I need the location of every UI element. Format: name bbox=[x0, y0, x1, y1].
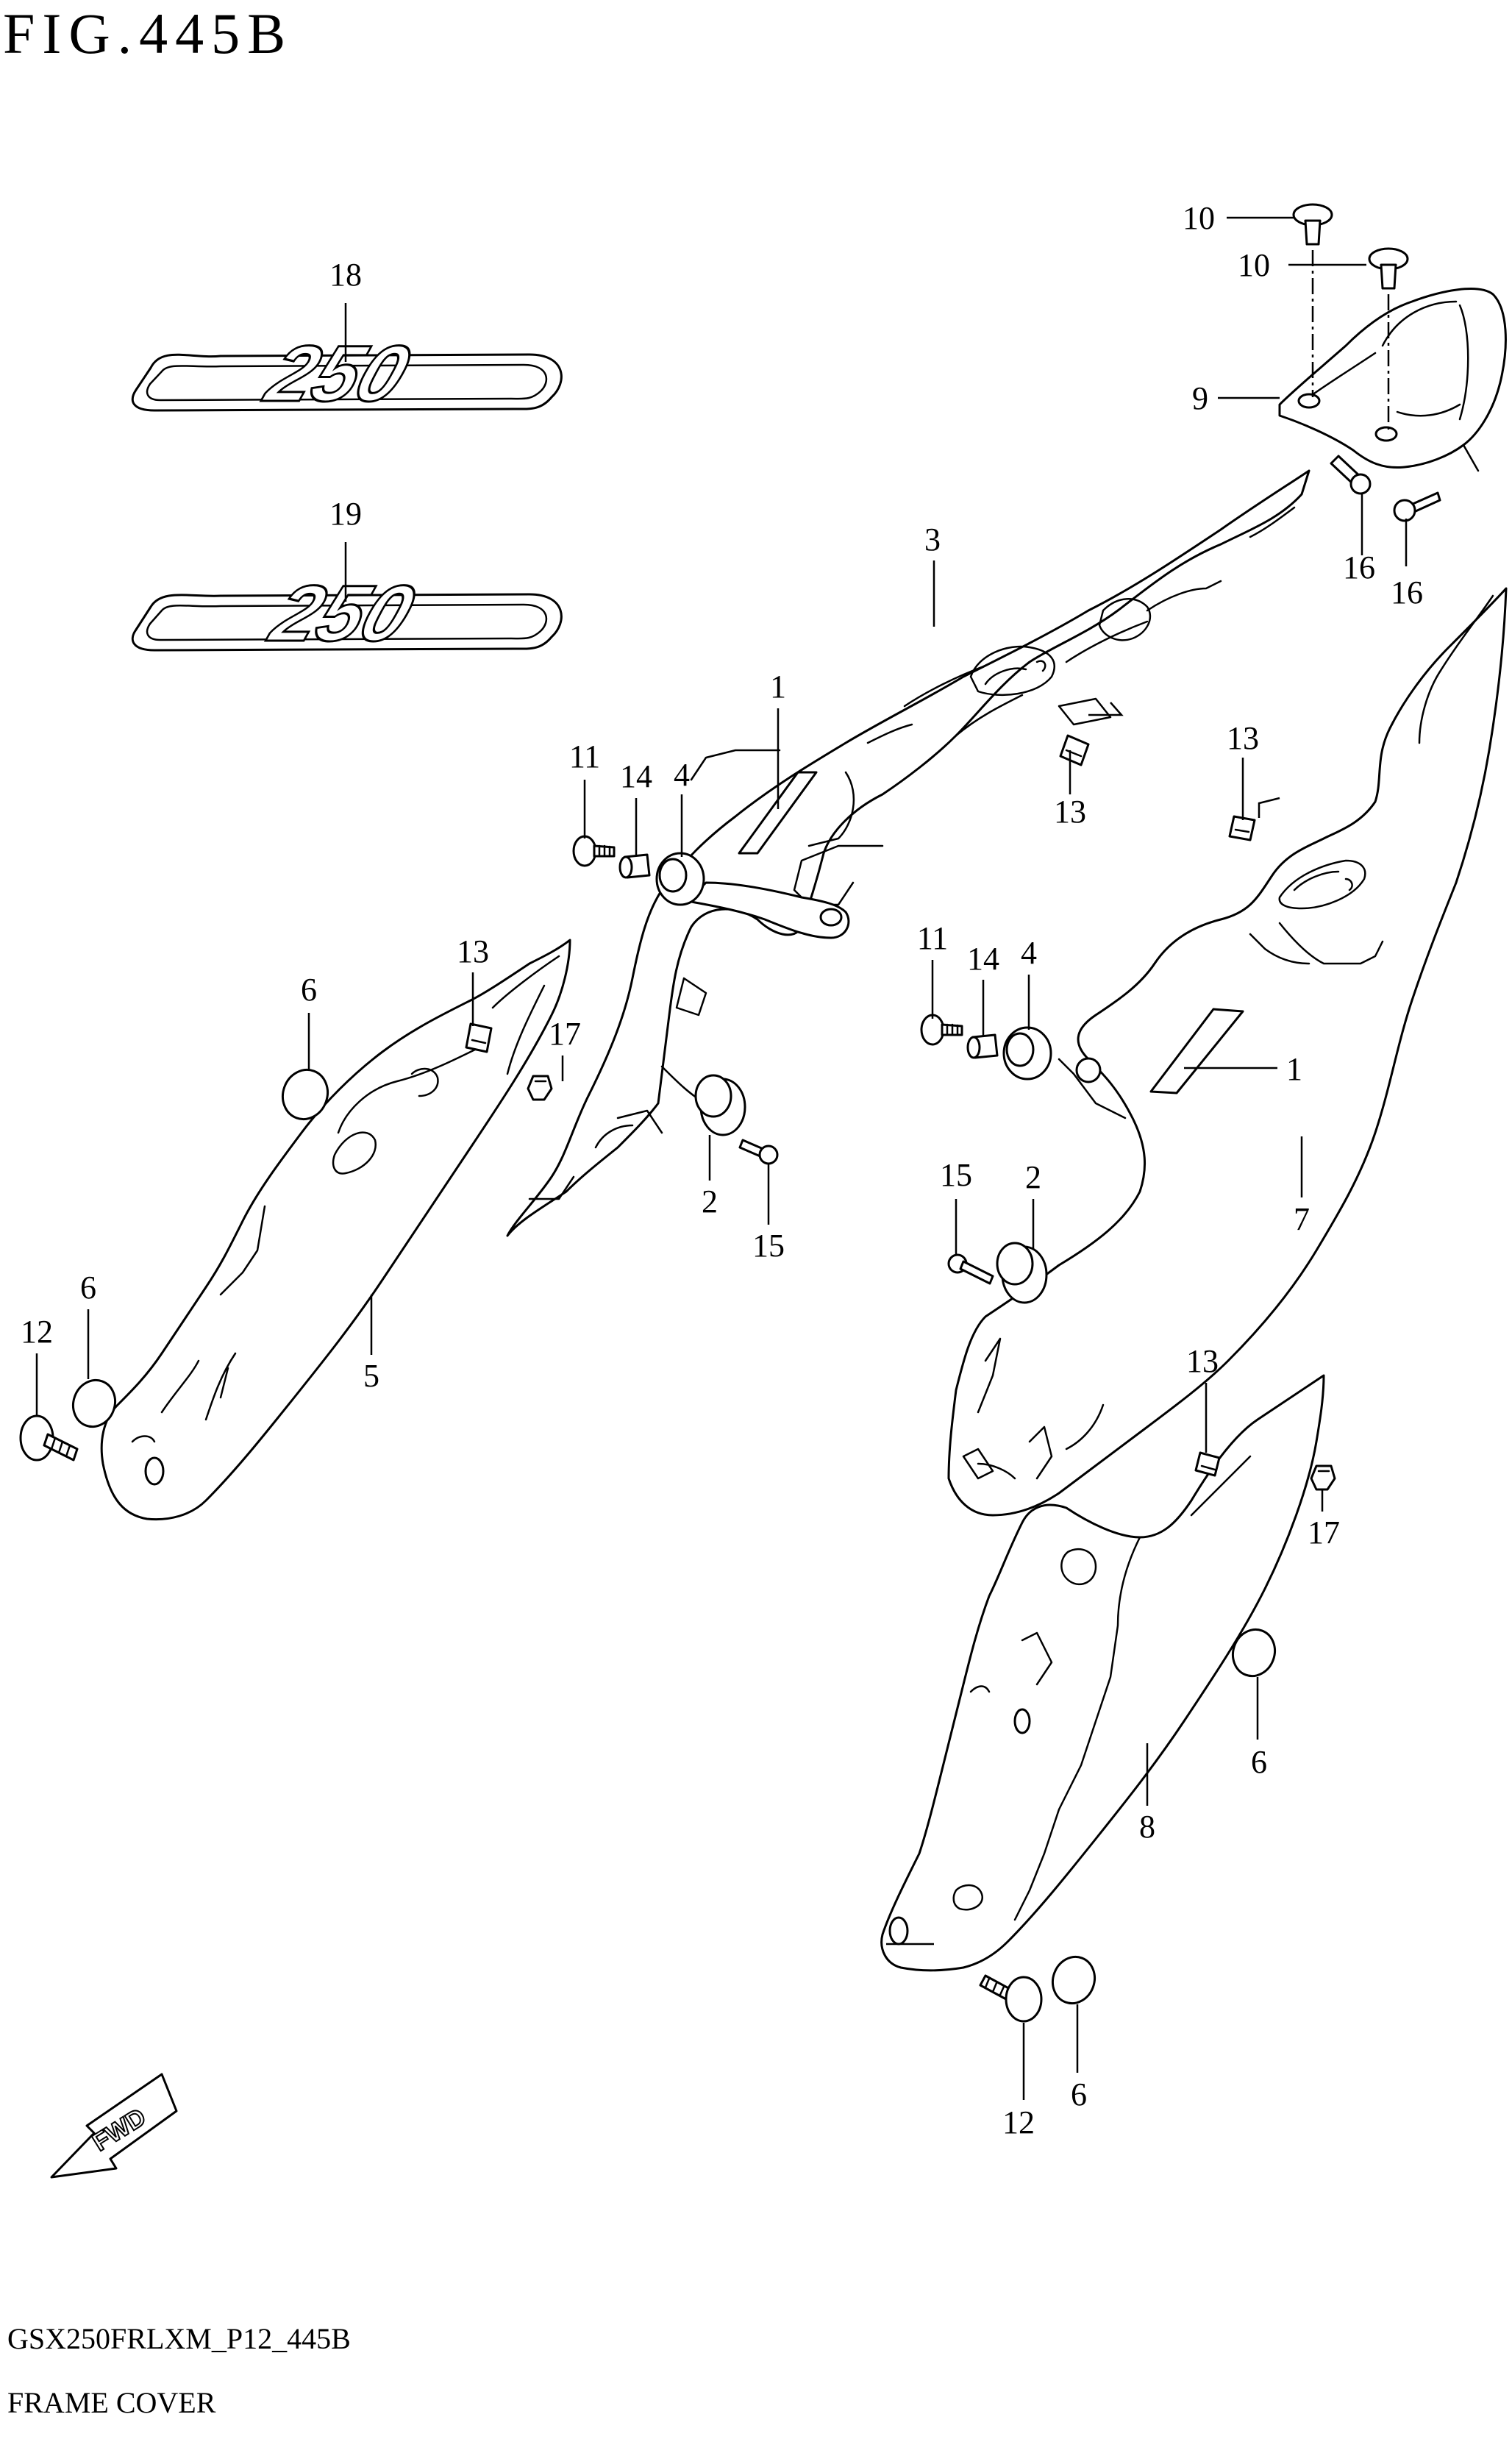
part-3-frame-cover bbox=[506, 469, 1310, 1237]
callout-19: 19 bbox=[329, 496, 362, 532]
screw-15a bbox=[738, 1139, 779, 1165]
callout-6b: 6 bbox=[80, 1270, 96, 1306]
washer-6d bbox=[1052, 1955, 1096, 2005]
part-5-side-cover bbox=[100, 939, 571, 1521]
screw-16a bbox=[1330, 455, 1372, 495]
pin-10b bbox=[1368, 247, 1409, 290]
callout-15a: 15 bbox=[752, 1228, 785, 1264]
screw-16b bbox=[1393, 491, 1441, 522]
model-code: GSX250FRLXM_P12_445B bbox=[7, 2322, 351, 2355]
section-name: FRAME COVER bbox=[7, 2386, 216, 2419]
callout-8: 8 bbox=[1139, 1809, 1155, 1845]
leader-lines bbox=[35, 216, 1408, 2100]
callout-17b: 17 bbox=[1308, 1514, 1340, 1551]
washer-6a bbox=[282, 1068, 329, 1121]
callout-14a: 14 bbox=[620, 758, 652, 794]
callout-13c: 13 bbox=[457, 933, 489, 969]
callout-1b: 1 bbox=[1286, 1051, 1302, 1087]
callout-12b: 12 bbox=[1002, 2104, 1035, 2140]
callout-11a: 11 bbox=[569, 738, 600, 775]
callout-17a: 17 bbox=[549, 1016, 581, 1052]
clip-13c bbox=[465, 1022, 493, 1053]
part-7-mount-hole bbox=[1075, 1057, 1102, 1083]
part-3-mount-bracket bbox=[686, 881, 850, 939]
grommet-2a bbox=[694, 1074, 746, 1136]
bolt-11b bbox=[920, 1014, 963, 1046]
part-9-tail-cover bbox=[1278, 288, 1507, 472]
callout-11b: 11 bbox=[917, 920, 948, 956]
callout-12a: 12 bbox=[21, 1314, 53, 1350]
emblem-19: 250 bbox=[131, 568, 563, 659]
callout-6a: 6 bbox=[301, 972, 317, 1008]
callout-13a: 13 bbox=[1054, 794, 1086, 830]
screw-15b bbox=[947, 1253, 994, 1285]
washer-6c bbox=[1232, 1628, 1276, 1678]
callout-2b: 2 bbox=[1025, 1159, 1041, 1195]
callout-5: 5 bbox=[363, 1358, 379, 1394]
part-7-frame-cover bbox=[947, 587, 1508, 1517]
bolt-12a bbox=[19, 1414, 79, 1462]
pin-10a bbox=[1292, 203, 1333, 246]
clip-17b bbox=[1310, 1464, 1336, 1491]
callout-13d: 13 bbox=[1186, 1343, 1219, 1379]
fwd-arrow-icon: FWD bbox=[50, 2073, 178, 2179]
clip-17a bbox=[527, 1075, 553, 1101]
emblem-18: 250 bbox=[131, 328, 563, 419]
callout-16a: 16 bbox=[1343, 549, 1375, 585]
callout-6d: 6 bbox=[1071, 2076, 1087, 2112]
callout-10a: 10 bbox=[1183, 200, 1215, 236]
callout-4a: 4 bbox=[674, 757, 690, 793]
callout-2a: 2 bbox=[702, 1183, 718, 1220]
callout-7: 7 bbox=[1294, 1201, 1310, 1237]
callout-6c: 6 bbox=[1251, 1744, 1267, 1780]
callout-1a: 1 bbox=[770, 669, 786, 705]
grommet-4a bbox=[655, 852, 705, 906]
callout-9: 9 bbox=[1192, 380, 1208, 416]
callout-14b: 14 bbox=[967, 941, 999, 977]
callout-13b: 13 bbox=[1227, 720, 1259, 756]
callout-16b: 16 bbox=[1391, 574, 1423, 610]
collar-14b bbox=[966, 1033, 999, 1059]
bolt-11a bbox=[572, 835, 616, 867]
grommet-2b bbox=[996, 1242, 1048, 1304]
callout-4b: 4 bbox=[1021, 935, 1037, 971]
callout-3: 3 bbox=[924, 521, 941, 558]
clip-13d bbox=[1194, 1451, 1221, 1477]
clip-13b bbox=[1228, 815, 1256, 841]
callout-18: 18 bbox=[329, 257, 362, 293]
part-8-side-cover bbox=[880, 1374, 1325, 1972]
washer-6b bbox=[72, 1378, 116, 1428]
bolt-12b bbox=[979, 1974, 1043, 2023]
callout-10b: 10 bbox=[1238, 247, 1270, 283]
collar-14a bbox=[618, 853, 651, 879]
clip-13a bbox=[1059, 734, 1090, 766]
part-1b-pad bbox=[1149, 1008, 1244, 1094]
callout-15b: 15 bbox=[940, 1157, 972, 1193]
grommet-4b bbox=[1002, 1026, 1052, 1081]
figure-title: FIG.445B bbox=[3, 1, 293, 65]
